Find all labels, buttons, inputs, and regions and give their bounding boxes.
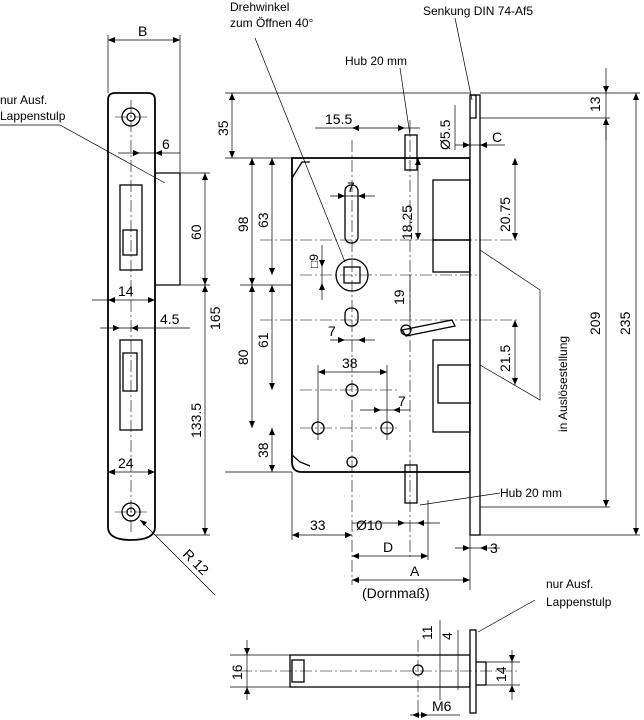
dim-80: 80 — [235, 349, 251, 365]
dim-11: 11 — [419, 625, 435, 640]
dim-d5-5: Ø5.5 — [437, 119, 453, 150]
lock-body-view — [225, 17, 640, 590]
dim-209: 209 — [587, 311, 603, 335]
dim-35: 35 — [215, 120, 231, 136]
dim-18-25: 18.25 — [399, 205, 415, 240]
dim-63: 63 — [255, 212, 271, 228]
dim-4-5: 4.5 — [160, 311, 180, 327]
dim-38-horizontal: 38 — [342, 355, 358, 371]
dim-c: C — [492, 129, 502, 145]
dim-square-9: □9 — [307, 254, 321, 268]
dim-r12: R 12 — [180, 546, 212, 578]
label-drehwinkel-1: Drehwinkel — [230, 0, 289, 14]
dim-24: 24 — [118, 455, 134, 471]
faceplate-view — [0, 35, 216, 596]
label-lappenstulp-1: Lappenstulp — [0, 109, 66, 123]
label-nur-ausf-1: nur Ausf. — [0, 93, 47, 107]
dim-98: 98 — [235, 216, 251, 232]
dim-7-c: 7 — [398, 393, 406, 409]
dim-14-left: 14 — [118, 283, 134, 299]
dim-3: 3 — [490, 540, 498, 556]
dim-m6: M6 — [432, 698, 452, 714]
dim-60: 60 — [188, 224, 204, 240]
dim-a: A — [410, 563, 420, 579]
dim-6: 6 — [162, 136, 170, 152]
dim-19: 19 — [391, 289, 407, 305]
dim-235: 235 — [617, 311, 633, 335]
label-drehwinkel-2: zum Öffnen 40° — [230, 16, 313, 30]
dim-133-5: 133.5 — [188, 403, 204, 438]
dim-165: 165 — [207, 306, 223, 330]
dim-4: 4 — [439, 632, 455, 640]
side-view — [230, 599, 536, 720]
label-senkung: Senkung DIN 74-Af5 — [423, 4, 533, 18]
dim-14-bottom: 14 — [493, 666, 509, 682]
label-hub-top: Hub 20 mm — [345, 54, 407, 68]
dim-33: 33 — [310, 517, 326, 533]
dim-38-vertical: 38 — [255, 442, 271, 458]
dim-d: D — [383, 539, 393, 555]
dimension-labels: B nur Ausf. Lappenstulp Drehwinkel zum Ö… — [0, 0, 633, 714]
dim-7-b: 7 — [328, 323, 336, 339]
dim-7-a: 7 — [347, 179, 355, 195]
label-nur-ausf-2: nur Ausf. — [546, 577, 593, 591]
dim-d10-text: Ø10 — [356, 517, 383, 533]
label-b: B — [138, 23, 147, 39]
dim-21-5: 21.5 — [497, 345, 513, 372]
label-hub-bottom: Hub 20 mm — [500, 486, 562, 500]
label-lappenstulp-2: Lappenstulp — [546, 595, 612, 609]
dim-20-75: 20.75 — [497, 197, 513, 232]
dim-16: 16 — [229, 664, 245, 680]
dim-15-5: 15.5 — [325, 111, 352, 127]
dim-61: 61 — [255, 332, 271, 348]
label-dornmass: (Dornmaß) — [362, 585, 430, 601]
label-auslosestellung: in Auslösestellung — [556, 336, 570, 432]
dim-13: 13 — [587, 96, 603, 112]
